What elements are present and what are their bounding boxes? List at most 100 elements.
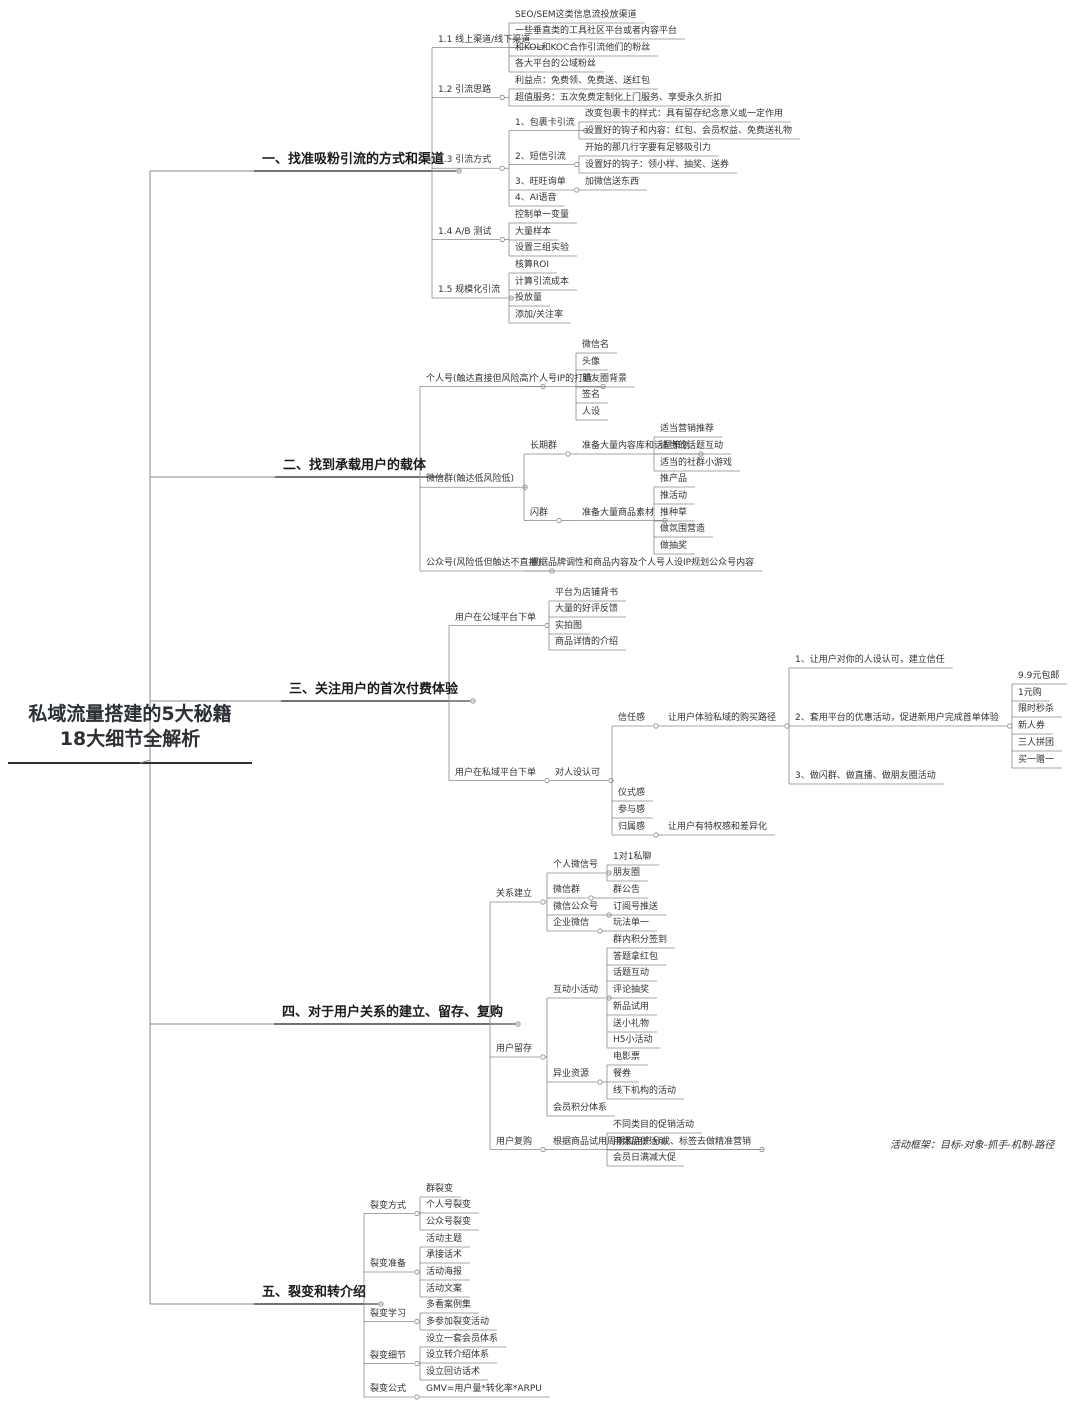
root-title-line2: 18大细节全解析: [59, 728, 201, 750]
node-s4-d1: 设立回访话术: [426, 1367, 481, 1377]
root-topic: 私域流量搭建的5大秘籍 18大细节全解析: [8, 702, 252, 752]
node-s3-d0: 用户留存: [496, 1044, 533, 1054]
node-s0-d0: 1.3 引流方式: [438, 155, 492, 166]
section-title-2: 二、找到承载用户的载体: [283, 458, 427, 473]
node-s3-d2: 朋友圈: [613, 868, 641, 878]
node-s0-d1: 超值服务：五次免费定制化上门服务、享受永久折扣: [515, 93, 723, 103]
node-s3-d1: 会员积分体系: [553, 1103, 608, 1113]
node-s3-d2: 不同类目的促销活动: [613, 1120, 695, 1130]
node-s2-d0: 用户在公域平台下单: [455, 612, 537, 623]
node-s1-d2: 微信名: [582, 340, 610, 350]
node-s1-d3: 推活动: [660, 491, 688, 501]
node-s1-d3: 推产品: [660, 474, 688, 484]
node-s0-d1: 和KOL和KOC合作引流他们的粉丝: [515, 43, 651, 53]
node-s3-d2: 会员日满减大促: [613, 1153, 677, 1163]
node-s2-d1: 大量的好评反馈: [555, 604, 619, 614]
node-s3-d1: 企业微信: [553, 918, 590, 928]
node-s1-d1: 根据品牌调性和商品内容及个人号人设IP规划公众号内容: [530, 558, 755, 568]
node-s0-d1: 投放量: [515, 293, 543, 303]
node-s1-d1: 闪群: [530, 507, 549, 518]
node-s2-d1: 平台为店铺背书: [555, 588, 619, 598]
node-s3-d2: 1对1私聊: [613, 852, 652, 862]
node-s3-d2: 线下机构的活动: [613, 1086, 677, 1096]
node-s3-d2: H5小活动: [613, 1035, 653, 1045]
node-s3-d0: 关系建立: [496, 889, 533, 899]
node-s1-d2: 朋友圈背景: [582, 374, 628, 384]
node-s3-d1: 个人微信号: [553, 860, 599, 870]
node-s3-d2: 话题互动: [613, 968, 650, 978]
node-s2-d2: 仪式感: [618, 788, 646, 798]
node-s2-d5: 新人券: [1018, 721, 1046, 731]
node-s3-d1: 根据商品试用周期和用户分成、标签去做精准营销: [553, 1136, 752, 1147]
node-s4-d1: 活动海报: [426, 1267, 463, 1277]
section-title-4: 四、对于用户关系的建立、留存、复购: [282, 1005, 504, 1020]
node-s1-d3: 做抽奖: [660, 541, 688, 551]
node-s3-d1: 微信公众号: [553, 902, 599, 912]
node-s3-d2: 群公告: [613, 885, 641, 895]
section-title-1: 一、找准吸粉引流的方式和渠道: [262, 152, 445, 167]
node-s4-d1: 多看案例集: [426, 1300, 472, 1310]
node-s3-d2: 用爆品做活动: [613, 1137, 668, 1147]
node-s0-d0: 1.1 线上渠道/线下渠道: [438, 34, 531, 45]
node-s0-d0: 1.5 规模化引流: [438, 285, 501, 295]
node-s4-d1: 活动主题: [426, 1234, 463, 1244]
node-s0-d1: 核算ROI: [515, 260, 549, 270]
node-s3-d2: 玩法单一: [613, 918, 650, 928]
node-s3-d1: 微信群: [553, 885, 581, 895]
node-s0-d2: 加微信送东西: [585, 177, 640, 187]
node-s4-d0: 裂变学习: [370, 1308, 407, 1319]
node-s0-d1: 控制单一变量: [515, 210, 570, 220]
node-s1-d2: 人设: [582, 407, 601, 417]
node-s1-d2: 头像: [582, 357, 601, 367]
node-s2-d1: 实拍图: [555, 621, 583, 631]
node-s0-d1: 添加/关注率: [515, 310, 564, 320]
node-s3-d2: 群内积分签到: [613, 935, 668, 945]
node-s3-d2: 新品试用: [613, 1002, 650, 1012]
node-s4-d1: GMV=用户量*转化率*ARPU: [426, 1384, 542, 1394]
node-s0-d1: 大量样本: [515, 227, 552, 237]
node-s3-d2: 餐券: [613, 1069, 632, 1079]
node-s1-d2: 准备大量内容库和话题策划: [582, 441, 691, 451]
node-s1-d3: 做氛围营造: [660, 524, 706, 534]
node-s0-d1: 2、短信引流: [515, 151, 566, 162]
node-s4-d1: 公众号裂变: [426, 1217, 472, 1227]
node-s2-d5: 1元购: [1018, 688, 1042, 698]
node-s2-d2: 信任感: [618, 713, 646, 723]
node-s0-d1: SEO/SEM这类信息流投放渠道: [515, 10, 637, 20]
node-s0-d1: 一些垂直类的工具社区平台或者内容平台: [515, 26, 678, 36]
node-s0-d1: 利益点：免费领、免费送、送红包: [515, 76, 651, 86]
node-s3-d2: 电影票: [613, 1052, 641, 1062]
node-s0-d0: 1.2 引流思路: [438, 84, 492, 95]
node-s1-d2: 签名: [582, 390, 601, 400]
node-s4-d1: 多参加裂变活动: [426, 1317, 490, 1327]
node-s3-d2: 答题拿红包: [613, 952, 659, 962]
node-s0-d1: 1、包裹卡引流: [515, 117, 575, 128]
section-title-3: 三、关注用户的首次付费体验: [289, 682, 459, 697]
node-s1-d1: 长期群: [530, 441, 558, 451]
node-s0-d1: 设置三组实验: [515, 243, 570, 253]
node-s2-d4: 1、让用户对你的人设认可，建立信任: [795, 655, 945, 665]
node-s4-d0: 裂变方式: [370, 1200, 407, 1211]
node-s0-d1: 各大平台的公域粉丝: [515, 59, 597, 69]
node-s3-d1: 互动小活动: [553, 985, 599, 995]
node-s2-d4: 3、做闪群、做直播、做朋友圈活动: [795, 771, 936, 781]
node-s1-d2: 准备大量商品素材: [582, 507, 655, 518]
root-title-line1: 私域流量搭建的5大秘籍: [28, 703, 232, 725]
node-s1-d1: 个人号IP的打造: [530, 373, 593, 384]
node-s1-d3: 适当的社群小游戏: [660, 458, 733, 468]
node-s4-d0: 裂变细节: [370, 1350, 407, 1361]
node-s1-d3: 适当营销推荐: [660, 424, 715, 434]
node-s4-d1: 设立一套会员体系: [426, 1334, 499, 1344]
node-s1-d3: 推种草: [660, 508, 688, 518]
node-s0-d1: 4、AI语音: [515, 193, 557, 203]
node-s2-d5: 9.9元包邮: [1018, 671, 1060, 681]
node-s4-d1: 群裂变: [426, 1184, 454, 1194]
node-s0-d1: 计算引流成本: [515, 277, 570, 287]
node-s2-d1: 对人设认可: [555, 767, 601, 778]
node-s0-d2: 设置好的钩子和内容：红包、会员权益、免费送礼物: [585, 126, 793, 136]
node-s3-d1: 异业资源: [553, 1069, 590, 1079]
node-s4-d1: 设立转介绍体系: [426, 1350, 490, 1360]
node-s0-d1: 3、旺旺询单: [515, 177, 566, 187]
